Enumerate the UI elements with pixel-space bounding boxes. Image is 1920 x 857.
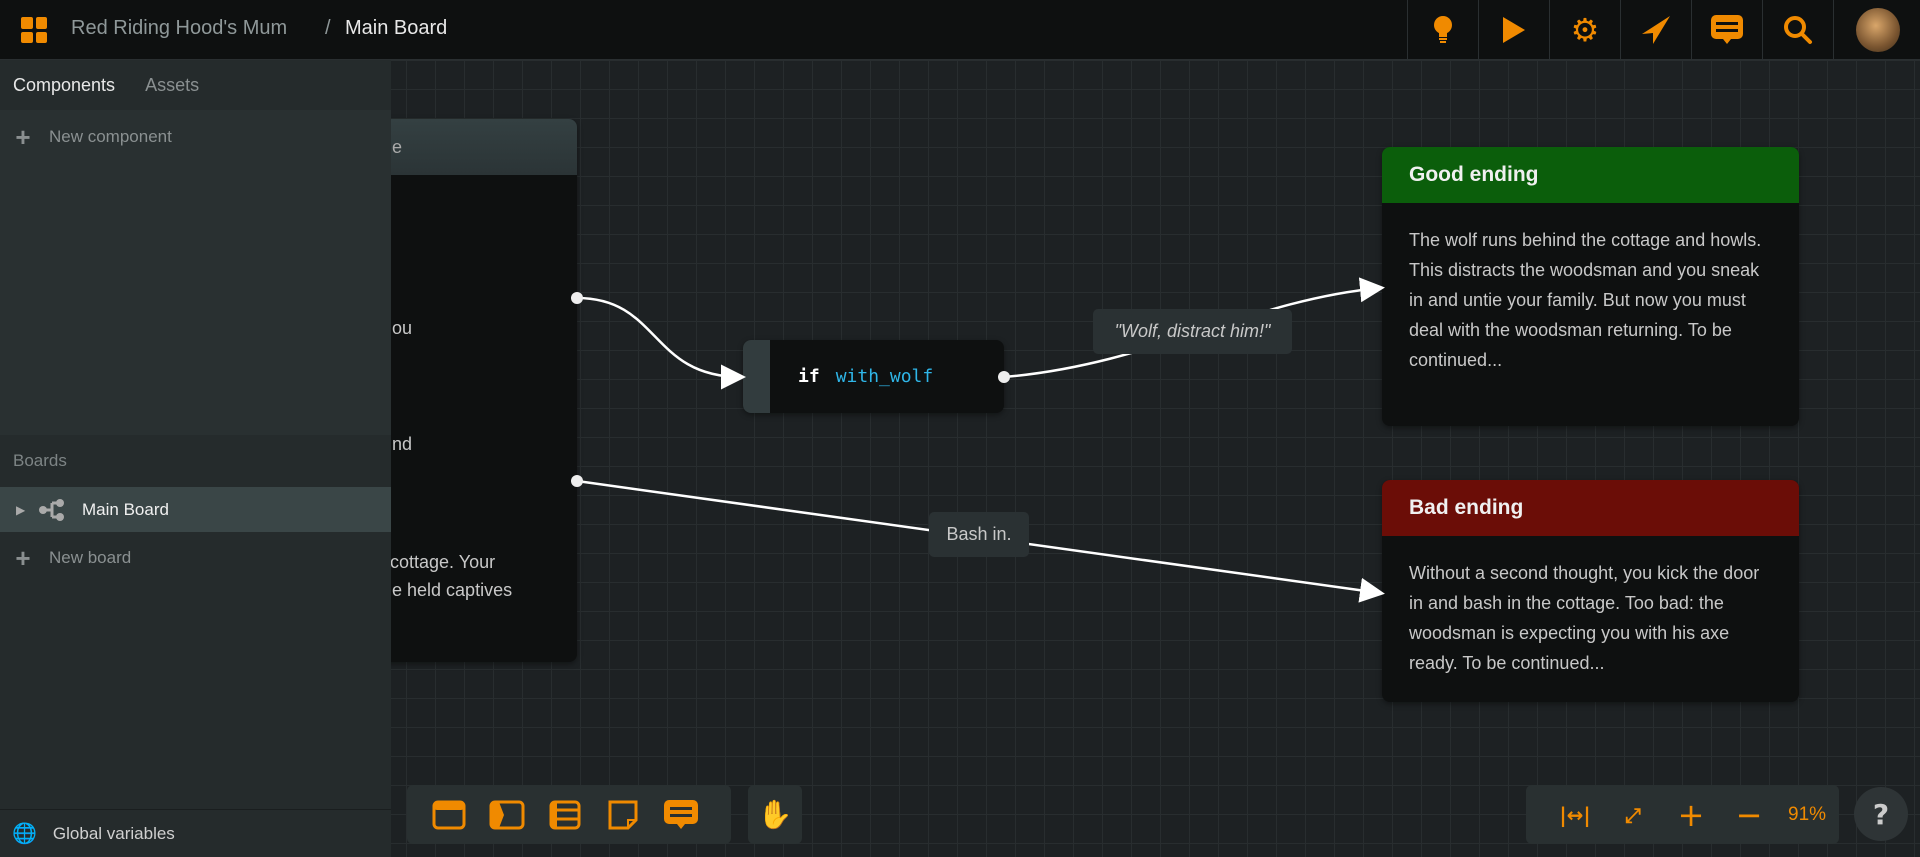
minus-icon: −: [1735, 795, 1763, 834]
zoom-controls: |↔| ⤢ + − 91%: [1526, 785, 1839, 844]
card-text: Without a second thought, you kick the d…: [1409, 563, 1760, 673]
global-variables-label: Global variables: [52, 823, 175, 843]
expand-icon: ⤢: [1625, 802, 1641, 827]
card-title: Good ending: [1382, 147, 1799, 203]
breadcrumb-board: Main Board: [345, 17, 448, 39]
board-item-main[interactable]: ▶ Main Board: [0, 487, 391, 532]
new-component-label: New component: [49, 127, 172, 146]
card-text-fragment: e held captives: [392, 580, 513, 600]
add-component-button[interactable]: [420, 800, 478, 830]
plus-icon: +: [1677, 795, 1705, 834]
zoom-level: 91%: [1788, 803, 1827, 825]
condition-input-stripe: [743, 340, 770, 413]
zoom-in-button[interactable]: +: [1662, 796, 1720, 834]
comment-icon: [1711, 15, 1743, 44]
global-variables-button[interactable]: 🌐 Global variables: [0, 809, 391, 857]
settings-button[interactable]: ⚙: [1549, 0, 1620, 60]
card-title: Bad ending: [1382, 480, 1799, 536]
output-port: [571, 292, 583, 304]
card-text: The wolf runs behind the cottage and how…: [1409, 230, 1762, 370]
list-icon: [549, 800, 581, 829]
sticky-note-icon: [608, 800, 638, 829]
sidebar: Components Assets +New component Boards …: [0, 60, 391, 857]
edge-label[interactable]: Bash in.: [929, 512, 1029, 557]
add-condition-button[interactable]: [536, 800, 594, 830]
user-menu[interactable]: [1833, 0, 1920, 60]
pan-tool-button[interactable]: ✋: [748, 785, 802, 844]
board-label: Main Board: [82, 499, 169, 519]
add-comment-button[interactable]: [652, 799, 710, 831]
send-icon: [1642, 16, 1670, 44]
card-text-fragment: ou: [392, 318, 413, 338]
output-port: [571, 475, 583, 487]
card-icon: [432, 800, 466, 829]
plus-icon: +: [15, 542, 31, 573]
fit-width-button[interactable]: |↔|: [1546, 803, 1604, 827]
expand-caret-icon[interactable]: ▶: [16, 502, 26, 517]
hand-icon: ✋: [757, 798, 793, 831]
lightbulb-button[interactable]: [1407, 0, 1478, 60]
board-tree-icon: [39, 498, 64, 521]
fit-width-icon: |↔|: [1559, 802, 1591, 827]
jump-icon: [489, 800, 525, 829]
add-node-toolbar: [407, 785, 731, 844]
edge-label[interactable]: "Wolf, distract him!": [1093, 309, 1292, 354]
card-text-fragment: nd: [392, 434, 413, 454]
breadcrumb-separator: /: [325, 17, 331, 39]
connection-edge: [576, 296, 746, 390]
new-board-label: New board: [49, 548, 132, 567]
add-jump-button[interactable]: [478, 800, 536, 830]
search-icon: [1784, 16, 1812, 44]
globe-icon: 🌐: [12, 823, 37, 845]
components-list: [0, 110, 391, 435]
publish-button[interactable]: [1620, 0, 1691, 60]
play-icon: [1503, 17, 1525, 43]
play-button[interactable]: [1478, 0, 1549, 60]
top-bar: Red Riding Hood's Mum / Main Board ⚙: [0, 0, 1920, 60]
search-button[interactable]: [1762, 0, 1833, 60]
condition-variable: with_wolf: [835, 366, 934, 387]
card-text-fragment: cottage. Your: [385, 552, 496, 572]
output-port: [998, 371, 1010, 383]
new-component-button[interactable]: + New component: [0, 122, 391, 152]
condition-keyword: if: [798, 366, 820, 387]
comment-icon: [664, 799, 698, 829]
card-title-fragment: e: [392, 136, 403, 157]
breadcrumb-project[interactable]: Red Riding Hood's Mum: [71, 17, 288, 39]
tab-components[interactable]: Components: [13, 74, 116, 95]
lightbulb-icon: [1434, 16, 1452, 43]
new-board-button[interactable]: + New board: [0, 543, 391, 573]
dashboard-grid-icon[interactable]: [21, 17, 47, 43]
condition-node[interactable]: if with_wolf: [743, 340, 1004, 413]
good-ending-card[interactable]: Good ending The wolf runs behind the cot…: [1382, 147, 1799, 426]
fit-screen-button[interactable]: ⤢: [1604, 803, 1662, 827]
bad-ending-card[interactable]: Bad ending Without a second thought, you…: [1382, 480, 1799, 702]
help-button[interactable]: ?: [1854, 787, 1908, 841]
gear-icon: ⚙: [1570, 11, 1600, 49]
plus-icon: +: [15, 121, 31, 152]
zoom-out-button[interactable]: −: [1720, 796, 1778, 834]
tab-assets[interactable]: Assets: [145, 74, 200, 95]
comments-button[interactable]: [1691, 0, 1762, 60]
avatar[interactable]: [1856, 8, 1900, 52]
add-note-button[interactable]: [594, 800, 652, 830]
boards-header: Boards: [13, 450, 67, 470]
